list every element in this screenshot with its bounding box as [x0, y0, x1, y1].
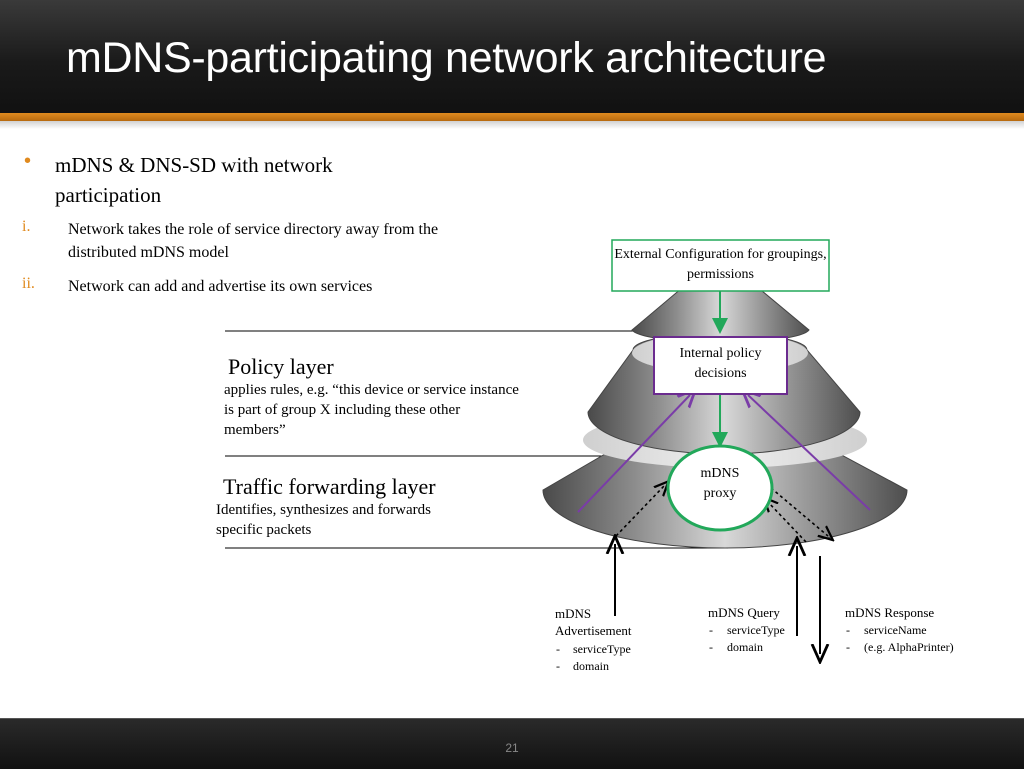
- traffic-layer-title: Traffic forwarding layer: [223, 474, 436, 499]
- query-marker-2: -: [709, 640, 713, 654]
- bullet-marker: •: [24, 150, 32, 172]
- mdns-proxy-label: mDNS proxy: [700, 466, 740, 501]
- sub-bullet-marker-2: ii.: [22, 275, 35, 292]
- title-shadow: [0, 121, 1024, 129]
- external-config-box: [611, 239, 830, 292]
- advertisement-marker-1: -: [556, 642, 560, 656]
- response-marker-1: -: [846, 623, 850, 637]
- response-label: mDNS Response: [845, 605, 935, 620]
- title-accent-line: [0, 113, 1024, 121]
- query-item-2: domain: [727, 640, 763, 654]
- footer-bar: [0, 718, 1024, 769]
- sub-bullet-text-2: Network can add and advertise its own se…: [68, 278, 373, 295]
- advertisement-item-2: domain: [573, 659, 609, 673]
- advertisement-marker-2: -: [556, 659, 560, 673]
- response-marker-2: -: [846, 640, 850, 654]
- traffic-layer-description: Identifies, synthesizes and forwards spe…: [216, 502, 431, 538]
- bullet-main-text: mDNS & DNS-SD with network participation: [55, 153, 333, 207]
- sub-bullet-text-1: Network takes the role of service direct…: [68, 221, 439, 261]
- policy-layer-description: applies rules, e.g. “this device or serv…: [224, 382, 519, 438]
- query-item-1: serviceType: [727, 623, 785, 637]
- query-marker-1: -: [709, 623, 713, 637]
- purple-arrow-left: [577, 395, 690, 513]
- purple-arrow-right: [748, 395, 871, 511]
- slide-number: 21: [505, 741, 519, 755]
- internal-policy-box: [653, 336, 788, 395]
- title-bar: [0, 0, 1024, 113]
- query-label: mDNS Query: [708, 605, 780, 620]
- policy-layer-title: Policy layer: [228, 354, 334, 379]
- response-item-1: serviceName: [864, 623, 927, 637]
- dotted-arrow-response: [770, 487, 828, 536]
- internal-policy-label: Internal policy decisions: [679, 346, 762, 381]
- advertisement-label: mDNS Advertisement: [555, 606, 632, 638]
- sub-bullet-marker-1: i.: [22, 218, 31, 235]
- response-item-2: (e.g. AlphaPrinter): [864, 640, 954, 654]
- advertisement-item-1: serviceType: [573, 642, 631, 656]
- mdns-proxy-circle: [666, 444, 774, 532]
- slide-title: mDNS-participating network architecture: [66, 34, 827, 82]
- external-config-label: External Configuration for groupings, pe…: [614, 247, 827, 282]
